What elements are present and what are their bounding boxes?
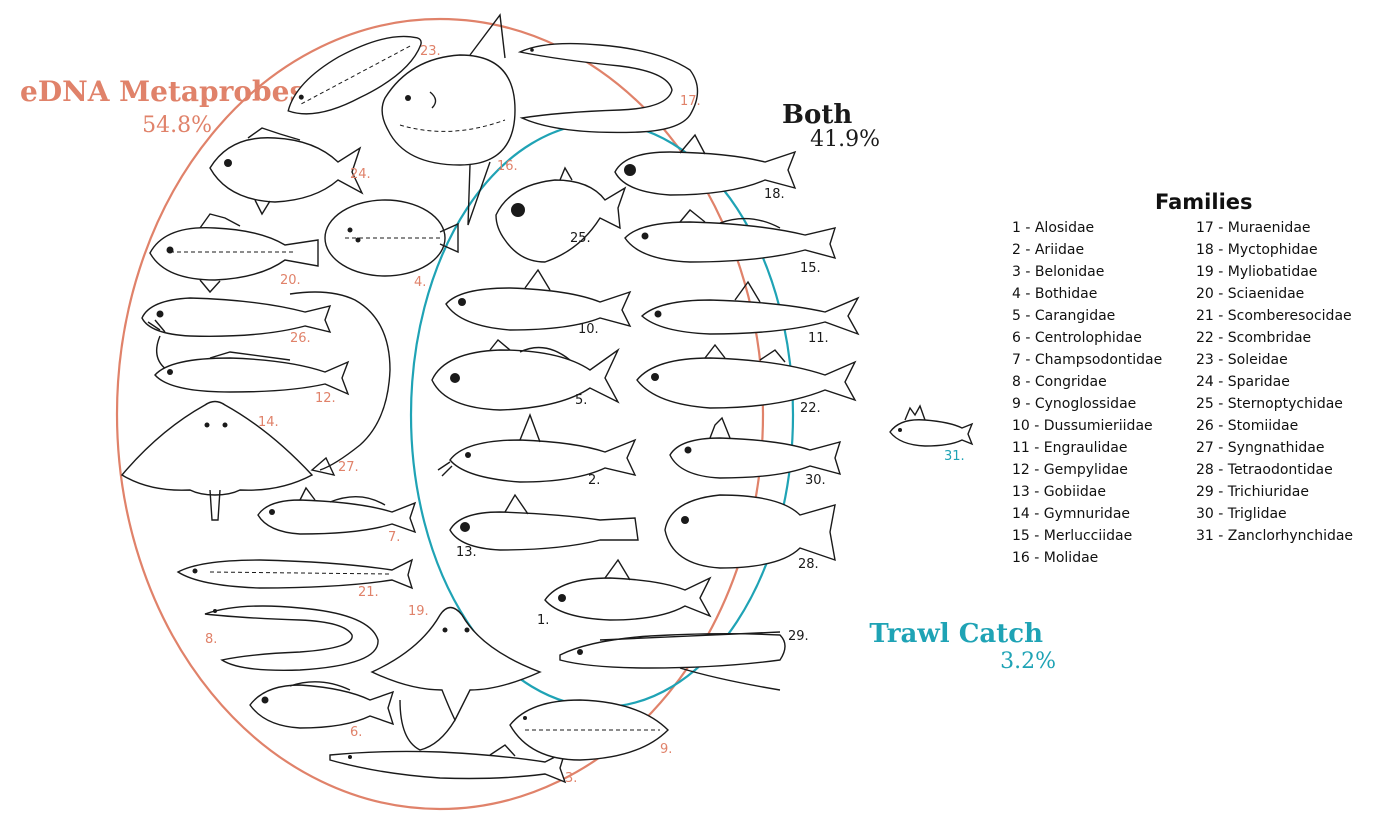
both-percent: 41.9% xyxy=(810,127,880,152)
fish-22-scombridae xyxy=(637,345,855,408)
trawl-title: Trawl Catch xyxy=(869,619,1043,649)
fish-3-belonidae xyxy=(330,745,565,782)
fish-7-champsodontidae xyxy=(258,488,415,534)
fish-label-8: 8. xyxy=(205,632,217,647)
family-item: 19 - Myliobatidae xyxy=(1196,264,1317,280)
family-item: 18 - Myctophidae xyxy=(1196,242,1318,258)
fish-18-myctophidae xyxy=(615,135,795,195)
family-item: 13 - Gobiidae xyxy=(1012,484,1106,500)
family-item: 10 - Dussumieriidae xyxy=(1012,418,1153,434)
fish-5-carangidae xyxy=(432,340,618,410)
family-item: 23 - Soleidae xyxy=(1196,352,1288,368)
fish-label-2: 2. xyxy=(588,473,600,488)
family-item: 5 - Carangidae xyxy=(1012,308,1115,324)
family-item: 9 - Cynoglossidae xyxy=(1012,396,1136,412)
family-item: 31 - Zanclorhynchidae xyxy=(1196,528,1353,544)
family-item: 7 - Champsodontidae xyxy=(1012,352,1162,368)
family-item: 20 - Sciaenidae xyxy=(1196,286,1304,302)
family-item: 29 - Trichiuridae xyxy=(1196,484,1309,500)
fish-8-congridae xyxy=(205,606,378,670)
fish-label-29: 29. xyxy=(788,629,809,644)
fish-label-19: 19. xyxy=(408,604,429,619)
fish-label-11: 11. xyxy=(808,331,829,346)
family-item: 26 - Stomiidae xyxy=(1196,418,1298,434)
fish-label-3: 3. xyxy=(565,771,577,786)
fish-label-27: 27. xyxy=(338,460,359,475)
family-item: 4 - Bothidae xyxy=(1012,286,1097,302)
fish-label-1: 1. xyxy=(537,613,549,628)
fish-label-25: 25. xyxy=(570,231,591,246)
family-item: 6 - Centrolophidae xyxy=(1012,330,1142,346)
fish-6-centrolophidae xyxy=(250,682,393,728)
family-item: 15 - Merlucciidae xyxy=(1012,528,1132,544)
fish-2-ariidae xyxy=(438,415,635,482)
fish-label-12: 12. xyxy=(315,391,336,406)
family-item: 28 - Tetraodontidae xyxy=(1196,462,1333,478)
fish-label-18: 18. xyxy=(764,187,785,202)
families-legend: Families 1 - Alosidae 2 - Ariidae 3 - Belo… xyxy=(1012,190,1353,566)
fish-label-5: 5. xyxy=(575,393,587,408)
both-title: Both xyxy=(782,100,852,130)
fish-label-14: 14. xyxy=(258,415,279,430)
fish-label-6: 6. xyxy=(350,725,362,740)
fish-21-scomberesocidae xyxy=(178,560,412,588)
fish-label-4: 4. xyxy=(414,275,426,290)
families-right-column: 17 - Muraenidae 18 - Myctophidae 19 - Myli… xyxy=(1196,220,1353,544)
family-item: 22 - Scombridae xyxy=(1196,330,1311,346)
fish-label-10: 10. xyxy=(578,322,599,337)
family-item: 11 - Engraulidae xyxy=(1012,440,1127,456)
fish-10-dussumieriidae xyxy=(446,270,630,330)
fish-label-23: 23. xyxy=(420,44,441,59)
edna-title: eDNA Metaprobes xyxy=(20,75,305,108)
family-item: 1 - Alosidae xyxy=(1012,220,1094,236)
fish-9-cynoglossidae xyxy=(510,700,668,760)
fish-label-9: 9. xyxy=(660,742,672,757)
fish-24-sparidae xyxy=(210,128,362,214)
family-item: 27 - Syngnathidae xyxy=(1196,440,1324,456)
fish-30-triglidae xyxy=(670,418,840,478)
family-item: 12 - Gempylidae xyxy=(1012,462,1128,478)
fish-label-17: 17. xyxy=(680,94,701,109)
family-item: 14 - Gymnuridae xyxy=(1012,506,1130,522)
fish-29-trichiuridae xyxy=(560,632,785,690)
fish-13-gobiidae xyxy=(450,495,638,550)
family-item: 17 - Muraenidae xyxy=(1196,220,1311,236)
edna-percent: 54.8% xyxy=(142,113,212,138)
fish-label-15: 15. xyxy=(800,261,821,276)
fish-label-26: 26. xyxy=(290,331,311,346)
fish-label-30: 30. xyxy=(805,473,826,488)
fish-label-7: 7. xyxy=(388,530,400,545)
fish-label-24: 24. xyxy=(350,167,371,182)
family-item: 25 - Sternoptychidae xyxy=(1196,396,1343,412)
families-left-column: 1 - Alosidae 2 - Ariidae 3 - Belonidae 4 - … xyxy=(1012,220,1162,566)
fish-17-muraenidae xyxy=(520,44,698,133)
fish-11-engraulidae xyxy=(642,282,858,334)
family-item: 24 - Sparidae xyxy=(1196,374,1290,390)
family-item: 21 - Scomberesocidae xyxy=(1196,308,1352,324)
trawl-percent: 3.2% xyxy=(1000,649,1056,674)
family-item: 8 - Congridae xyxy=(1012,374,1107,390)
fish-label-31: 31. xyxy=(944,449,965,464)
fish-1-alosidae xyxy=(545,560,710,620)
fish-label-20: 20. xyxy=(280,273,301,288)
fish-15-merlucciidae xyxy=(625,210,835,262)
family-item: 2 - Ariidae xyxy=(1012,242,1084,258)
family-item: 3 - Belonidae xyxy=(1012,264,1104,280)
fish-label-21: 21. xyxy=(358,585,379,600)
fish-label-22: 22. xyxy=(800,401,821,416)
families-title: Families xyxy=(1155,190,1253,214)
fish-label-16: 16. xyxy=(497,159,518,174)
fish-25-sternoptychidae xyxy=(496,168,625,262)
fish-label-13: 13. xyxy=(456,545,477,560)
fish-31-zanclorhynchidae xyxy=(890,406,972,446)
family-item: 30 - Triglidae xyxy=(1196,506,1287,522)
fish-12-gempylidae xyxy=(155,352,348,394)
family-item: 16 - Molidae xyxy=(1012,550,1098,566)
fish-label-28: 28. xyxy=(798,557,819,572)
